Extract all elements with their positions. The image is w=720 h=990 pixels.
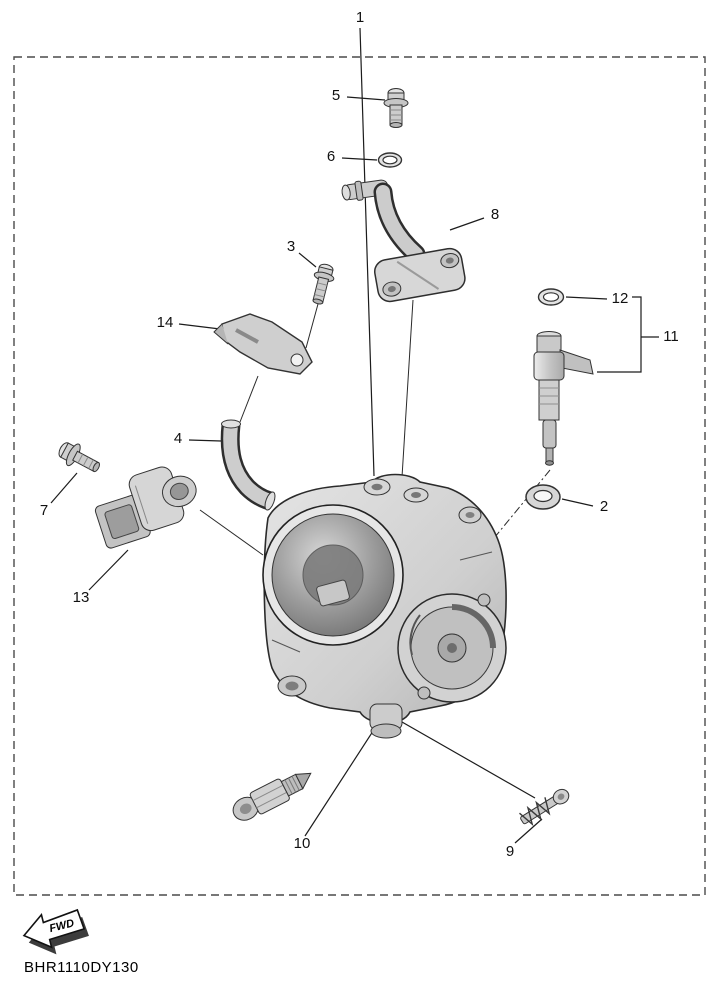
leader-line-1	[359, 27, 375, 477]
part-screw-9	[519, 788, 570, 827]
fwd-arrow: FWD	[22, 908, 89, 955]
callout-13: 13	[73, 589, 90, 606]
part-sensor-10	[232, 772, 312, 821]
callout-9: 9	[506, 843, 514, 860]
assembly-line-3-14	[305, 303, 319, 349]
part-oring-6	[377, 152, 403, 168]
callout-8: 8	[491, 206, 499, 223]
leader-line-9	[514, 818, 543, 844]
fwd-arrow-face	[22, 908, 86, 949]
part-oring-12	[537, 288, 565, 306]
diagram-border-frame	[13, 56, 706, 896]
leader-line-13	[88, 549, 129, 591]
group-bracket-11-12	[597, 296, 642, 373]
assembly-line-14-4	[239, 375, 259, 423]
part-bracket-14	[213, 313, 313, 375]
part-bolt-5	[383, 88, 409, 128]
callout-3: 3	[287, 238, 295, 255]
part-bolt-7	[58, 442, 100, 473]
part-seal-2	[525, 484, 561, 510]
callout-12: 12	[612, 290, 629, 307]
fwd-label: FWD	[48, 917, 75, 935]
callout-14: 14	[157, 314, 174, 331]
callout-2: 2	[600, 498, 608, 515]
part-sensor-13	[94, 466, 197, 549]
diagram-code: BHR1110DY130	[24, 959, 139, 976]
part-injector-11	[533, 331, 594, 466]
leader-line-6	[341, 157, 378, 161]
leader-line-8	[449, 217, 485, 231]
assembly-line-8-body	[401, 299, 414, 478]
assembly-line-13-body	[199, 509, 264, 556]
part-throttle-body	[262, 473, 507, 739]
callout-5: 5	[332, 87, 340, 104]
leader-line-7	[50, 472, 78, 504]
part-bolt-3	[312, 263, 335, 305]
leader-line-12	[565, 296, 608, 300]
part-joint-8	[341, 179, 466, 303]
leader-lines	[50, 27, 659, 844]
assembly-line-9	[394, 717, 536, 799]
leader-line-4	[188, 439, 222, 442]
callout-10: 10	[294, 835, 311, 852]
leader-line-3	[298, 252, 317, 268]
part-hose-4	[220, 419, 276, 511]
callout-4: 4	[174, 430, 182, 447]
callout-7: 7	[40, 502, 48, 519]
callout-11: 11	[663, 328, 679, 345]
leader-line-14	[178, 323, 221, 330]
callout-1: 1	[356, 9, 364, 26]
leader-line-5	[346, 96, 386, 101]
callout-6: 6	[327, 148, 335, 165]
leader-line-2	[561, 498, 594, 507]
